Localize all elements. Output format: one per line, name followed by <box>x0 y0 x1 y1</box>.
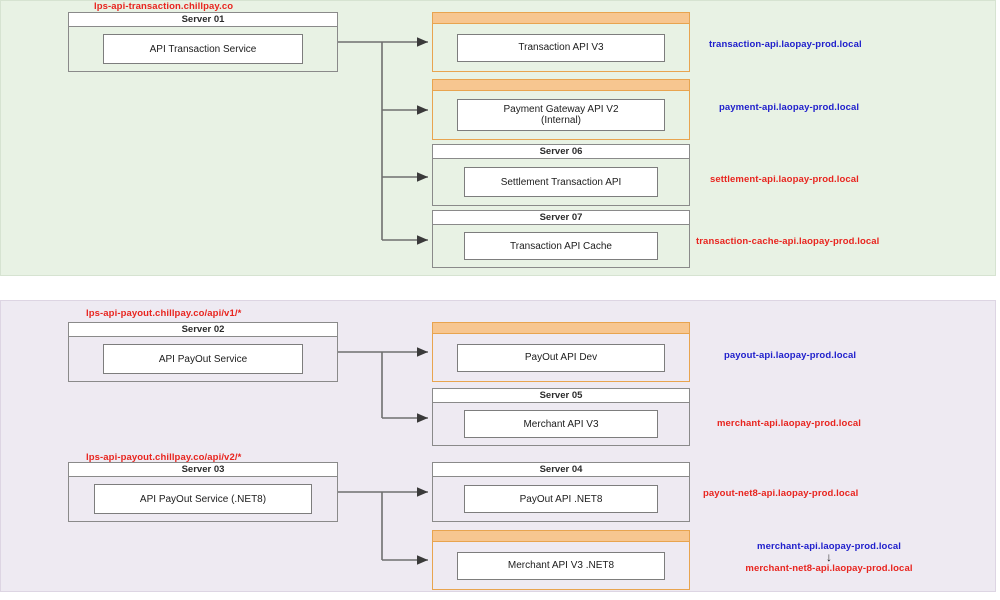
server-box-body: PayOut API .NET8 <box>433 477 689 521</box>
server-box-merchant-api-v3-net8[interactable]: Merchant API V3 .NET8 <box>432 530 690 590</box>
url-caption-payout-v2: lps-api-payout.chillpay.co/api/v2/* <box>86 452 242 463</box>
server-box-header: Server 07 <box>433 211 689 225</box>
endpoint-label-payout-net8-api: payout-net8-api.laopay-prod.local <box>703 488 859 499</box>
server-box-server-06[interactable]: Server 06 Settlement Transaction API <box>432 144 690 206</box>
server-box-header: Server 03 <box>69 463 337 477</box>
server-box-header: Server 01 <box>69 13 337 27</box>
server-box-header: Server 06 <box>433 145 689 159</box>
service-node-payout-api-net8[interactable]: PayOut API .NET8 <box>464 485 658 513</box>
server-box-body: API PayOut Service (.NET8) <box>69 477 337 521</box>
server-box-server-03[interactable]: Server 03 API PayOut Service (.NET8) <box>68 462 338 522</box>
endpoint-label-merchant-net8-api: merchant-net8-api.laopay-prod.local <box>745 563 913 574</box>
server-box-body: Transaction API V3 <box>433 24 689 71</box>
server-box-body: PayOut API Dev <box>433 334 689 381</box>
endpoint-label-transaction-api: transaction-api.laopay-prod.local <box>709 39 862 50</box>
server-box-body: Settlement Transaction API <box>433 159 689 205</box>
server-box-body: Merchant API V3 <box>433 403 689 445</box>
server-box-header: Server 05 <box>433 389 689 403</box>
down-arrow-icon: ↓ <box>826 550 832 564</box>
server-box-header-bar <box>433 80 689 91</box>
service-node-transaction-api-v3[interactable]: Transaction API V3 <box>457 33 665 62</box>
url-caption-payout-v1: lps-api-payout.chillpay.co/api/v1/* <box>86 308 242 319</box>
server-box-header-bar <box>433 13 689 24</box>
endpoint-label-payout-api: payout-api.laopay-prod.local <box>724 350 857 361</box>
service-node-payout-api-dev[interactable]: PayOut API Dev <box>457 343 665 372</box>
server-box-body: Merchant API V3 .NET8 <box>433 542 689 589</box>
server-box-body: API Transaction Service <box>69 27 337 71</box>
server-box-header: Server 04 <box>433 463 689 477</box>
server-box-transaction-api-v3[interactable]: Transaction API V3 <box>432 12 690 72</box>
server-box-server-04[interactable]: Server 04 PayOut API .NET8 <box>432 462 690 522</box>
service-node-merchant-api-v3[interactable]: Merchant API V3 <box>464 410 658 438</box>
server-box-body: API PayOut Service <box>69 337 337 381</box>
url-caption-transaction: lps-api-transaction.chillpay.co <box>94 1 234 12</box>
server-box-server-05[interactable]: Server 05 Merchant API V3 <box>432 388 690 446</box>
endpoint-label-merchant-api: merchant-api.laopay-prod.local <box>717 418 861 429</box>
service-node-api-transaction-service[interactable]: API Transaction Service <box>103 34 303 64</box>
server-box-payout-api-dev[interactable]: PayOut API Dev <box>432 322 690 382</box>
server-box-server-02[interactable]: Server 02 API PayOut Service <box>68 322 338 382</box>
service-node-api-payout-service[interactable]: API PayOut Service <box>103 344 303 374</box>
service-node-merchant-api-v3-net8[interactable]: Merchant API V3 .NET8 <box>457 551 665 580</box>
endpoint-label-payment-api: payment-api.laopay-prod.local <box>719 102 860 113</box>
endpoint-label-merchant-api-alias: merchant-api.laopay-prod.local <box>757 541 901 552</box>
server-box-body: Payment Gateway API V2 (Internal) <box>433 91 689 139</box>
server-box-server-07[interactable]: Server 07 Transaction API Cache <box>432 210 690 268</box>
endpoint-label-settlement-api: settlement-api.laopay-prod.local <box>710 174 859 185</box>
server-box-body: Transaction API Cache <box>433 225 689 267</box>
service-node-payment-gateway-api-v2[interactable]: Payment Gateway API V2 (Internal) <box>457 99 665 131</box>
endpoint-label-group-merchant-net8: merchant-api.laopay-prod.local ↓ merchan… <box>699 541 959 574</box>
service-node-transaction-api-cache[interactable]: Transaction API Cache <box>464 232 658 260</box>
server-box-payment-gateway-api-v2[interactable]: Payment Gateway API V2 (Internal) <box>432 79 690 140</box>
service-node-api-payout-service-net8[interactable]: API PayOut Service (.NET8) <box>94 484 312 514</box>
endpoint-label-transaction-cache-api: transaction-cache-api.laopay-prod.local <box>696 236 880 247</box>
server-box-header-bar <box>433 323 689 334</box>
server-box-header-bar <box>433 531 689 542</box>
service-node-settlement-transaction-api[interactable]: Settlement Transaction API <box>464 167 658 197</box>
server-box-server-01[interactable]: Server 01 API Transaction Service <box>68 12 338 72</box>
server-box-header: Server 02 <box>69 323 337 337</box>
